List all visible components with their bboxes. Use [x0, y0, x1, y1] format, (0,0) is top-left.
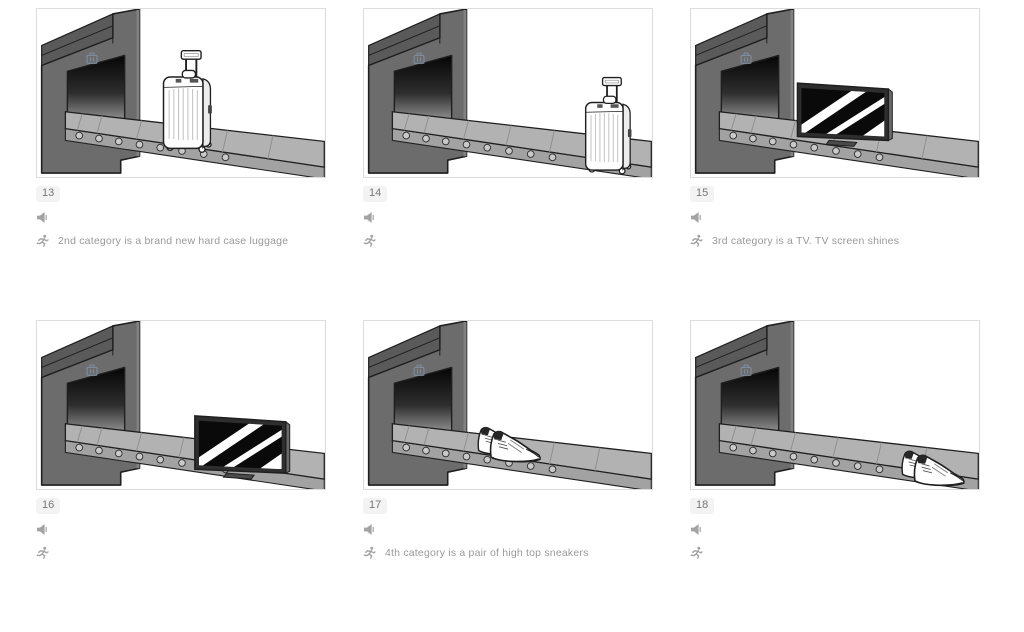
panel-number-badge: 18 [690, 498, 715, 514]
suitcase-icon [740, 364, 752, 376]
panel-number-badge: 15 [690, 186, 715, 202]
sound-note-row [36, 210, 326, 225]
scene-illustration [367, 321, 652, 489]
speaker-icon [691, 212, 701, 223]
speaker-icon [691, 524, 701, 535]
suitcase-icon [86, 52, 98, 64]
sneakers-illustration [477, 426, 541, 463]
storyboard-panel-17: 17 4th category is a pair of high top [363, 320, 653, 632]
scene-illustration [694, 321, 979, 489]
panel-number-badge: 17 [363, 498, 388, 514]
panel-frame[interactable] [690, 320, 980, 490]
panel-frame[interactable] [363, 320, 653, 490]
action-note-row: 4th category is a pair of high top sneak… [363, 545, 653, 560]
action-note-row [690, 545, 980, 560]
panel-frame[interactable] [36, 8, 326, 178]
runner-icon [690, 234, 703, 247]
scene-illustration [367, 9, 652, 177]
tv-illustration [194, 415, 291, 480]
luggage-illustration [584, 76, 632, 175]
panel-frame[interactable] [36, 320, 326, 490]
action-note-text: 3rd category is a TV. TV screen shines [712, 234, 900, 247]
speaker-icon [364, 212, 374, 223]
suitcase-icon [86, 364, 98, 376]
action-note-row: 2nd category is a brand new hard case lu… [36, 233, 326, 248]
tv-illustration [796, 82, 893, 147]
action-note-text: 4th category is a pair of high top sneak… [385, 546, 589, 559]
sound-note-row [690, 210, 980, 225]
panel-frame[interactable] [363, 8, 653, 178]
sound-note-row [690, 522, 980, 537]
sound-note-row [36, 522, 326, 537]
speaker-icon [37, 524, 47, 535]
storyboard-panel-14: 14 [363, 8, 653, 320]
storyboard-panel-13: 13 2nd category is a brand new hard c [36, 8, 326, 320]
action-note-row: 3rd category is a TV. TV screen shines [690, 233, 980, 248]
runner-icon [36, 546, 49, 559]
action-note-text: 2nd category is a brand new hard case lu… [58, 234, 289, 247]
sneakers-illustration [901, 450, 965, 487]
suitcase-icon [413, 364, 425, 376]
suitcase-icon [740, 52, 752, 64]
panel-frame[interactable] [690, 8, 980, 178]
storyboard-panel-16: 16 [36, 320, 326, 632]
panel-number-badge: 16 [36, 498, 61, 514]
storyboard-panel-18: 18 [690, 320, 980, 632]
scene-illustration [40, 321, 325, 489]
runner-icon [690, 546, 703, 559]
action-note-row [36, 545, 326, 560]
runner-icon [36, 234, 49, 247]
speaker-icon [37, 212, 47, 223]
sound-note-row [363, 210, 653, 225]
sound-note-row [363, 522, 653, 537]
scene-illustration [40, 9, 325, 177]
action-note-row [363, 233, 653, 248]
scene-illustration [694, 9, 979, 177]
panel-number-badge: 13 [36, 186, 61, 202]
luggage-illustration [162, 49, 212, 153]
panel-number-badge: 14 [363, 186, 388, 202]
suitcase-icon [413, 52, 425, 64]
storyboard-panel-15: 15 3rd category is a TV. TV screen sh [690, 8, 980, 320]
speaker-icon [364, 524, 374, 535]
runner-icon [363, 546, 376, 559]
runner-icon [363, 234, 376, 247]
